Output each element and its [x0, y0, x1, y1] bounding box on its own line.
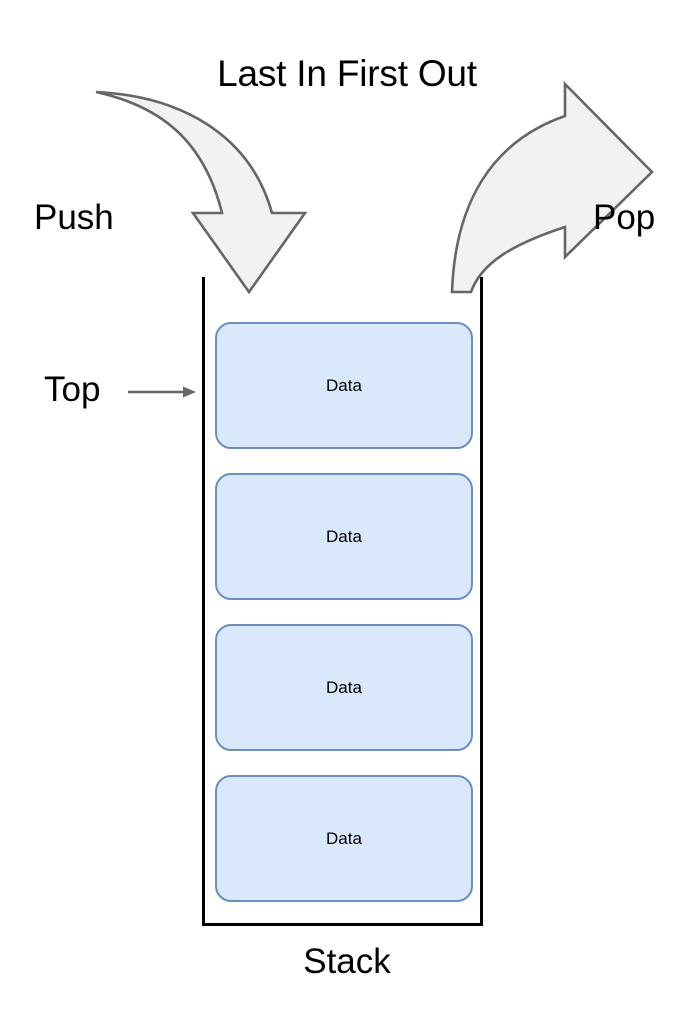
stack-cell-label: Data	[326, 527, 362, 546]
stack-cell[interactable]: Data	[215, 775, 473, 902]
stack-cell-label: Data	[326, 376, 362, 395]
stack-cell-label: Data	[326, 829, 362, 848]
push-arrow-icon	[95, 90, 308, 295]
stack-cell[interactable]: Data	[215, 322, 473, 449]
diagram-title: Last In First Out	[217, 53, 477, 94]
stack-cell[interactable]: Data	[215, 624, 473, 751]
stack-cell-label: Data	[326, 678, 362, 697]
top-label: Top	[44, 370, 101, 409]
pop-label: Pop	[593, 198, 656, 237]
stack-container	[202, 277, 483, 926]
pop-arrow-icon	[450, 80, 654, 294]
stack-cell[interactable]: Data	[215, 473, 473, 600]
push-label: Push	[34, 198, 114, 237]
stack-caption: Stack	[303, 942, 391, 981]
top-pointer-arrow-icon	[128, 386, 196, 398]
